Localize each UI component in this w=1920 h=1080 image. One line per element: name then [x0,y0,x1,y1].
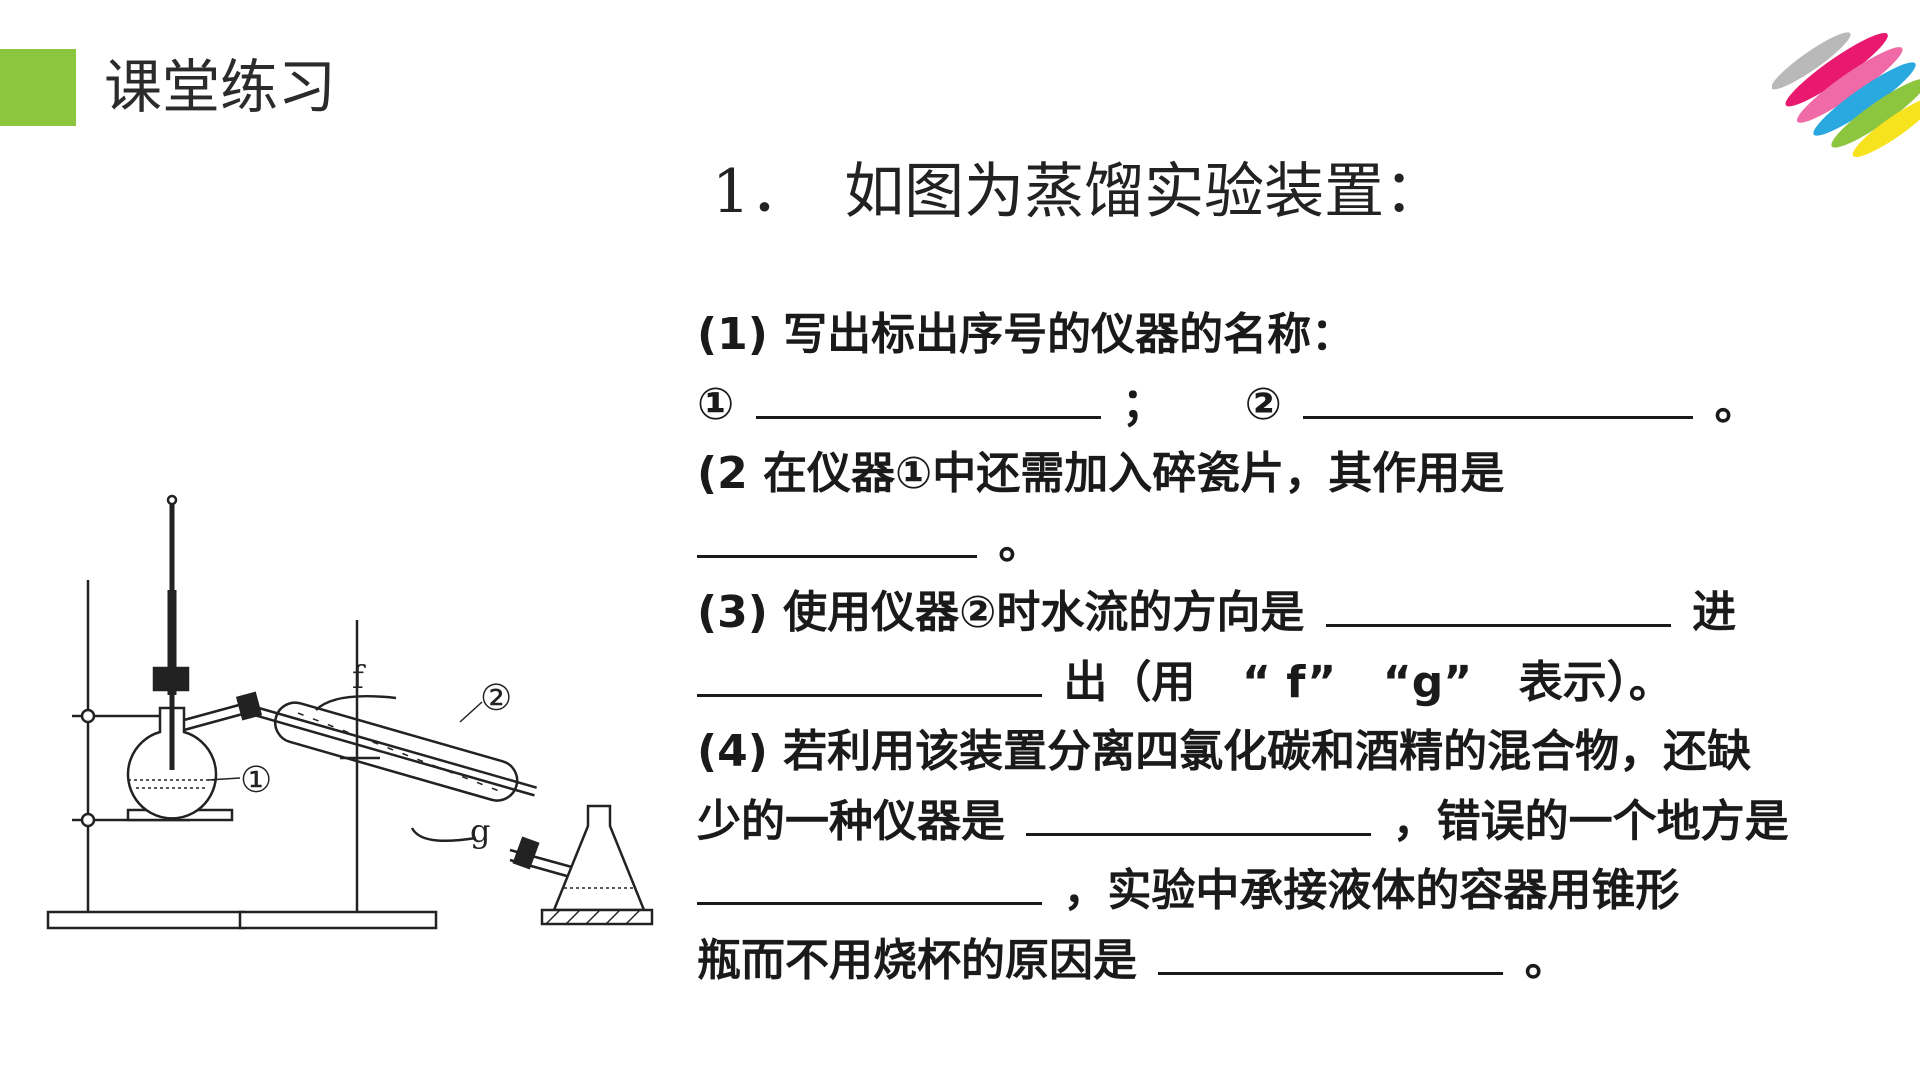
question-text: 如图为蒸馏实验装置： [844,157,1445,227]
answer-blank-8[interactable] [1158,926,1504,975]
label-f: f [352,658,366,696]
item-4-cont-3: 瓶而不用烧杯的原因是 。 [697,926,1857,996]
item-3: (3) 使用仪器②时水流的方向是 进 [697,578,1857,648]
answer-blank-5[interactable] [697,648,1042,697]
answer-blank-6[interactable] [1026,787,1372,836]
distillation-apparatus-diagram: f g ① ② [46,494,654,930]
mark-2: ② [1244,378,1282,430]
question-title: 1． 如图为蒸馏实验装置： [712,152,1444,232]
inlet-g-tube [410,827,477,842]
section-title: 课堂练习 [104,53,337,121]
mark-1: ① [697,378,735,430]
accent-block [0,49,76,126]
brand-logo-icon [1772,32,1920,158]
answer-blank-1[interactable] [755,370,1101,419]
left-stand-base [46,910,246,930]
label-mark-2: ② [480,678,512,719]
item-4: (4) 若利用该装置分离四氯化碳和酒精的混合物，还缺 [697,726,1752,777]
item-4-cont-2: ，实验中承接液体的容器用锥形 [697,856,1857,926]
item-4-cont-1: 少的一种仪器是 ，错误的一个地方是 [697,787,1857,857]
label-mark-1: ① [240,760,272,801]
separator: ； [1121,378,1166,430]
question-body: (1) 写出标出序号的仪器的名称： ① ； ② 。 (2 在仪器①中还需加入碎瓷… [697,300,1857,995]
answer-blank-3[interactable] [697,509,977,558]
item-1: (1) 写出标出序号的仪器的名称： [697,309,1356,360]
receiving-flask [552,804,646,912]
answer-blank-2[interactable] [1303,370,1694,419]
item-2: (2 在仪器①中还需加入碎瓷片，其作用是 [697,448,1505,499]
question-number: 1． [712,157,811,227]
item-1-answers: ① ； ② 。 [697,370,1857,440]
answer-blank-7[interactable] [697,856,1042,905]
outlet-f-tube [315,694,397,711]
condenser [255,701,538,802]
middle-stand-base [238,910,438,930]
answer-blank-4[interactable] [1325,578,1671,627]
item-3-cont: 出（用 “ f” “g” 表示）。 [697,648,1857,718]
item-2-answer: 。 [697,509,1857,579]
label-g: g [470,812,490,850]
